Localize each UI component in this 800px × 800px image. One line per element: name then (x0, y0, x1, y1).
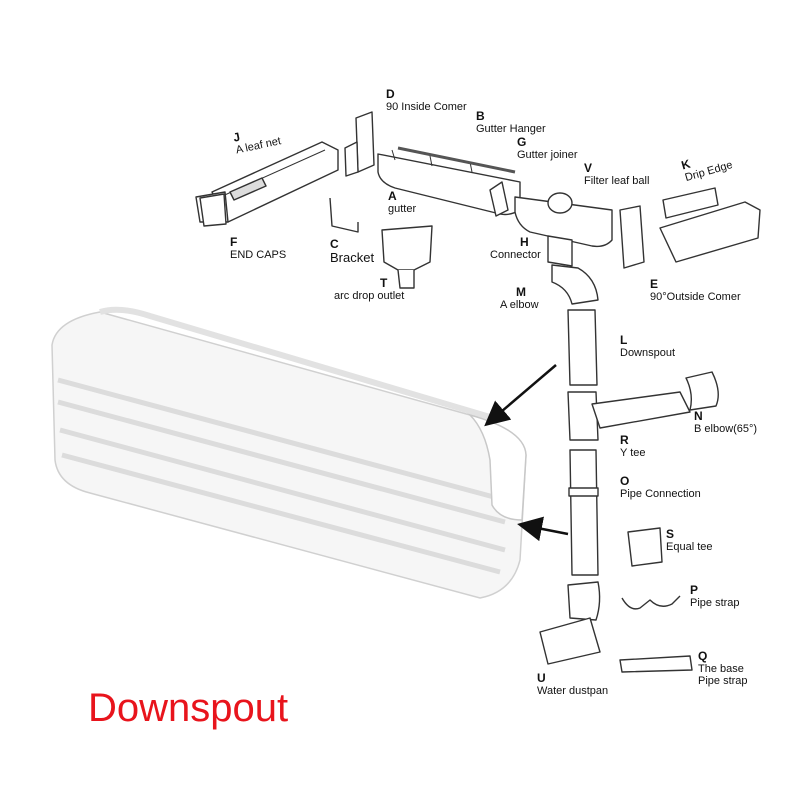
a-elbow (551, 264, 599, 305)
end-cap (199, 193, 227, 227)
pipe-connection (569, 449, 599, 576)
downspout-caption: Downspout (88, 686, 289, 730)
connector (547, 235, 573, 267)
arrow-to-closeup-upper (484, 364, 557, 427)
arc-drop-outlet (381, 225, 433, 289)
water-dustpan (539, 581, 601, 665)
equal-tee (627, 527, 663, 567)
pipe-strap (621, 595, 681, 610)
arrow-to-closeup-lower (517, 516, 569, 542)
b-elbow (685, 371, 719, 411)
outside-corner (619, 201, 761, 269)
bracket (329, 197, 359, 233)
gutter-joiner (489, 181, 509, 217)
inside-corner (355, 111, 375, 173)
y-tee (567, 391, 691, 441)
drip-edge (662, 187, 719, 219)
filter-gutter (514, 192, 613, 248)
downspout-pipe (567, 309, 598, 386)
base-pipe-strap (619, 655, 693, 673)
downspout-closeup (51, 306, 527, 599)
